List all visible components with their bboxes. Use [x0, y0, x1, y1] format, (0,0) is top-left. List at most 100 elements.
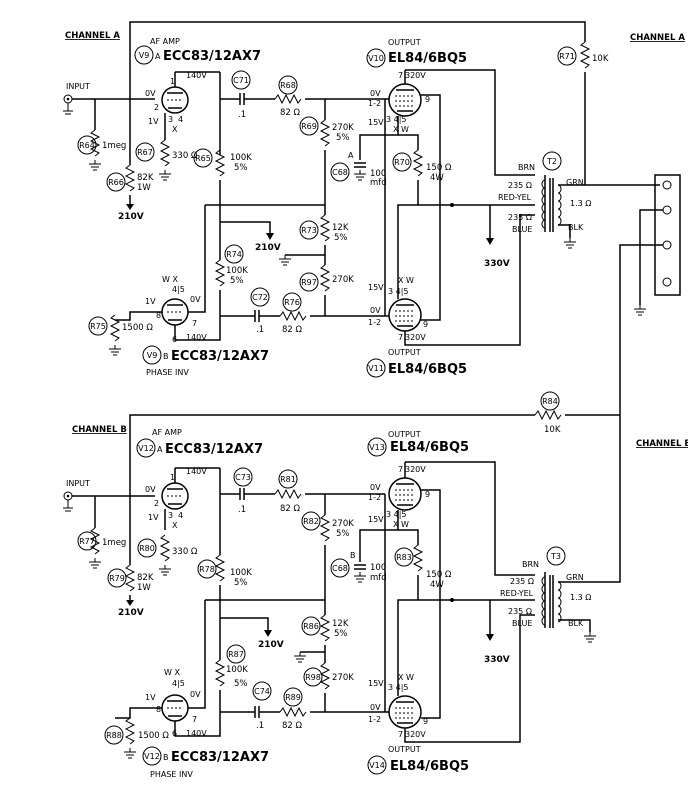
r77-tag [77, 531, 97, 551]
r71-tag [557, 46, 577, 66]
t2-brn: BRN [518, 163, 535, 172]
r82-value1: 270K [332, 519, 354, 529]
channel-a-header: CHANNEL A [65, 31, 120, 41]
v13-pin9: 9 [425, 490, 430, 499]
terminal-4[interactable] [662, 277, 672, 287]
r66-tag [106, 172, 126, 192]
v13-plate-v: 320V [405, 465, 426, 474]
r69-tag [299, 116, 319, 136]
r65-value1: 100K [230, 153, 252, 163]
v10-pin9: 9 [425, 95, 430, 104]
v13-tube-type: EL84/6BQ5 [390, 440, 469, 455]
feedback-wire-a [129, 21, 586, 95]
r87-tag [226, 644, 246, 664]
v10-pin7: 7 [398, 71, 403, 80]
r83-wire [398, 529, 419, 545]
v12b-tube-type: ECC83/12AX7 [171, 750, 269, 765]
r77-value: 1meg [102, 538, 126, 548]
terminal-ground [633, 304, 647, 316]
t3-blk-wire [558, 619, 591, 632]
r82-value2: 5% [336, 529, 350, 539]
c72-label: C72 [252, 293, 268, 302]
v12b-triode [161, 694, 189, 722]
c73-capacitor [239, 487, 245, 501]
v9b-label: V9 [147, 351, 158, 360]
r76-label: R76 [284, 298, 300, 307]
c71-tag [231, 70, 251, 90]
v12a-plate-v: 140V [186, 467, 207, 476]
r82-label: R82 [303, 517, 319, 526]
r84-resistor [534, 410, 562, 420]
v9b-tube-type: ECC83/12AX7 [171, 349, 269, 364]
r81-value: 82 Ω [280, 504, 301, 514]
v12a-heater-x: X [172, 521, 178, 530]
v9a-pin1: 1 [170, 77, 175, 86]
v10-tube-type: EL84/6BQ5 [388, 51, 467, 66]
r77-label: R77 [79, 537, 95, 546]
t2-secondary-coil [557, 184, 562, 226]
v10-pentode [388, 83, 422, 117]
r67-label: R67 [137, 148, 153, 157]
r79-arrow [126, 600, 134, 606]
v14-plate-v: 320V [405, 730, 426, 739]
v14-plate-wire [404, 614, 535, 743]
r74-resistor [215, 259, 225, 287]
v9b-cathode-lead [115, 311, 162, 321]
c73-value: .1 [238, 505, 246, 515]
v11-plate-wire [404, 214, 535, 346]
terminal-3[interactable] [662, 240, 672, 250]
t3-label: T3 [550, 552, 561, 561]
v9a-triode [161, 86, 189, 114]
speaker-terminal-strip [654, 174, 681, 296]
r79-resistor [125, 564, 135, 592]
t2-label: T2 [546, 157, 557, 166]
v14-label: V14 [369, 761, 385, 770]
v9a-pin2: 2 [154, 103, 159, 112]
c72-tag [250, 287, 270, 307]
pi-b-210v: 210V [258, 640, 284, 650]
r86-value2: 5% [334, 629, 348, 639]
v10-cath-v: 15V [368, 118, 384, 127]
t3-235a: 235 Ω [510, 577, 534, 586]
channel-b-header-right: CHANNEL B [636, 439, 688, 449]
c68a-value1: 100 [370, 169, 386, 179]
input-a-jack[interactable] [62, 94, 74, 115]
r82-resistor [320, 514, 330, 542]
r70-label: R70 [394, 158, 410, 167]
r84-tag [540, 391, 560, 411]
v9a-section: A [155, 52, 161, 61]
t3-grn: GRN [566, 573, 584, 582]
r86-value1: 12K [332, 619, 349, 629]
r73-ground [278, 254, 292, 266]
r64-tag [77, 135, 97, 155]
v14-pin7: 7 [398, 730, 403, 739]
r74-value1: 100K [226, 266, 248, 276]
v10-heater-xw: X W [393, 125, 409, 134]
t3-secondary-coil [557, 581, 562, 623]
channel-a-circuit: CHANNEL A CHANNEL A R71 10K INPUT R64 1m… [62, 21, 685, 415]
r70-value1: 150 Ω [426, 163, 452, 173]
v12b-grid-v: 0V [190, 690, 201, 699]
r73-tag [299, 220, 319, 240]
v14-tube-type: EL84/6BQ5 [390, 759, 469, 774]
c68b-tag [330, 558, 350, 578]
input-b-label: INPUT [66, 479, 90, 488]
bplus-a-330v: 330V [484, 259, 510, 269]
t3-235b: 235 Ω [508, 607, 532, 616]
r87-value2: 5% [234, 679, 248, 689]
terminal-2[interactable] [662, 205, 672, 215]
terminal-1[interactable] [662, 180, 672, 190]
r75-label: R75 [90, 322, 106, 331]
v9a-tube-type: ECC83/12AX7 [163, 49, 261, 64]
r67-value: 330 Ω [172, 151, 198, 161]
v12b-plate-v: 140V [186, 729, 207, 738]
v9a-heater-x: X [172, 125, 178, 134]
r88-label: R88 [106, 731, 122, 740]
pi-b-210-wire [220, 617, 269, 632]
r87-value1: 100K [226, 665, 248, 675]
v12a-cath-v: 1V [148, 513, 159, 522]
v9b-cath-v: 1V [145, 297, 156, 306]
r64-label: R64 [79, 141, 95, 150]
input-b-jack[interactable] [62, 491, 74, 512]
